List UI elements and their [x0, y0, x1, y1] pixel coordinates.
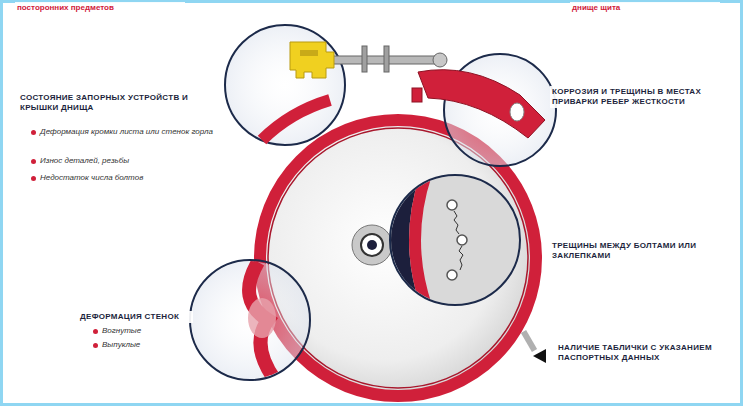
callout-label: КОРРОЗИЯ И ТРЕЩИНЫ В МЕСТАХ ПРИВАРКИ РЕБ…	[550, 86, 730, 108]
bullet-dot	[93, 329, 98, 334]
magnifier-circle	[190, 260, 310, 380]
callout-label: НАЛИЧИЕ ТАБЛИЧКИ С УКАЗАНИЕМ ПАСПОРТНЫХ …	[556, 342, 731, 364]
callout-label: СОСТОЯНИЕ ЗАПОРНЫХ УСТРОЙСТВ И КРЫШКИ ДН…	[18, 92, 218, 114]
pointer-triangle	[533, 349, 546, 363]
bullet-dot	[31, 130, 36, 135]
callout-label: днище щита	[570, 2, 720, 14]
clamp-rib	[418, 70, 545, 138]
bullet-dot	[31, 176, 36, 181]
bullet-item: Деформация кромки листа или стенок горла	[30, 126, 220, 138]
bullet-dot	[93, 343, 98, 348]
magnified-wall-dent	[191, 261, 309, 380]
bullet-item: Выпуклые	[92, 339, 182, 351]
hub	[352, 225, 392, 265]
bullet-dot	[31, 159, 36, 164]
magnified-bolt-row	[390, 175, 520, 305]
bullet-item: Вогнутые	[92, 325, 182, 337]
magnifier-circle	[225, 25, 345, 145]
bullet-item: Износ деталей, резьбы	[30, 155, 220, 167]
bullet-item: Недостаток числа болтов	[30, 172, 220, 184]
callout-label: ДЕФОРМАЦИЯ СТЕНОК	[78, 311, 193, 323]
callout-label: посторонних предметов	[15, 2, 185, 14]
magnifier-circle	[390, 175, 520, 305]
callout-label: ТРЕЩИНЫ МЕЖДУ БОЛТАМИ ИЛИ ЗАКЛЕПКАМИ	[550, 240, 730, 262]
